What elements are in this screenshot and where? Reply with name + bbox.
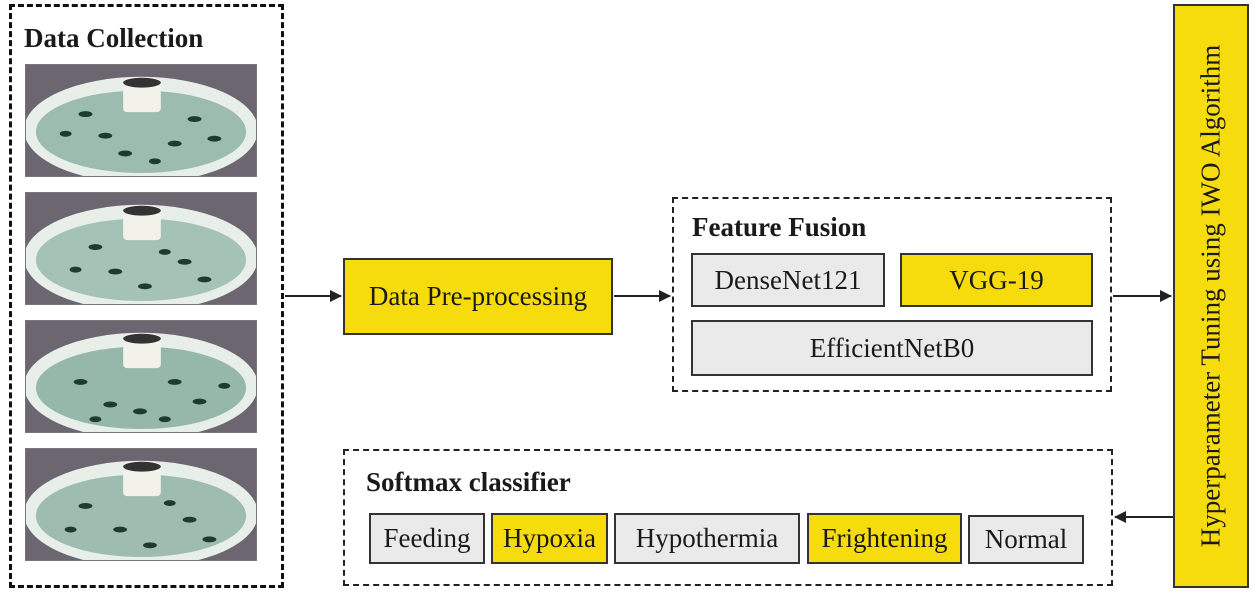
data-collection-panel xyxy=(9,4,284,588)
feature-fusion-panel xyxy=(672,197,1112,392)
feature-fusion-title: Feature Fusion xyxy=(692,212,867,242)
data-collection-title: Data Collection xyxy=(24,23,204,53)
fish-tank-photo-3 xyxy=(25,320,257,433)
densenet121-box: DenseNet121 xyxy=(691,253,885,307)
class-hypothermia: Hypothermia xyxy=(614,513,800,564)
fish-tank-photo-2 xyxy=(25,192,257,305)
class-frightening: Frightening xyxy=(807,513,962,564)
fish-tank-photo-1 xyxy=(25,64,257,177)
fish-tank-photo-4 xyxy=(25,448,257,561)
softmax-classifier-title: Softmax classifier xyxy=(366,467,571,497)
data-preprocessing-box: Data Pre-processing xyxy=(343,258,613,335)
class-feeding: Feeding xyxy=(369,513,485,564)
class-normal: Normal xyxy=(968,515,1084,564)
vgg19-box: VGG-19 xyxy=(900,253,1093,307)
hyperparameter-tuning-box: Hyperparameter Tuning using IWO Algorith… xyxy=(1173,4,1249,588)
softmax-classifier-panel xyxy=(343,449,1113,586)
efficientnetb0-box: EfficientNetB0 xyxy=(691,320,1093,376)
class-hypoxia: Hypoxia xyxy=(491,513,608,564)
